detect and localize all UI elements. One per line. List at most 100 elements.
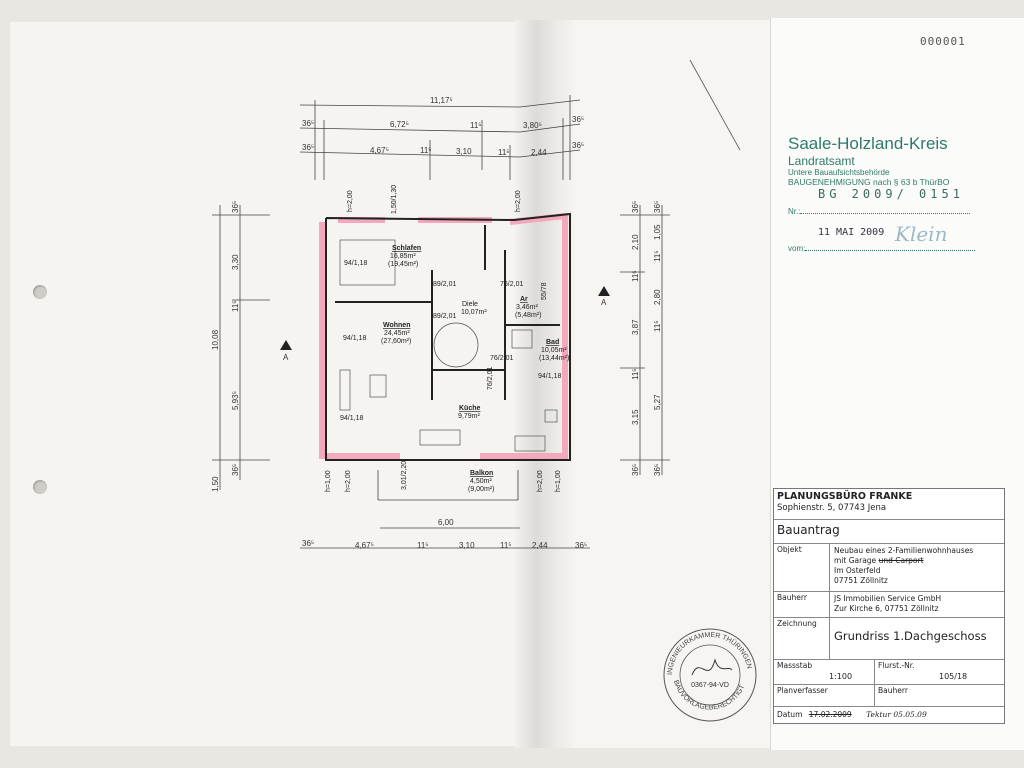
door-dimension: 89/2,01 <box>433 281 456 288</box>
datum-label: Datum <box>777 710 803 719</box>
svg-text:Wohnen: Wohnen <box>383 322 410 329</box>
svg-text:Ar: Ar <box>520 296 528 303</box>
zeichnung-value: Grundriss 1.Dachgeschoss <box>834 629 987 643</box>
dim: 1,05 <box>653 224 662 240</box>
objekt-value: Neubau eines 2-Familienwohnhauses mit Ga… <box>834 546 974 585</box>
door-dimension: 76/2,01 <box>500 281 523 288</box>
tektur-date: Tektur 05.05.09 <box>866 710 927 719</box>
flurst-value: 105/18 <box>939 672 968 681</box>
dim: 36⁵ <box>231 201 240 213</box>
document-number: 000001 <box>920 35 966 48</box>
dimension-lines <box>212 95 670 549</box>
dim: 3,10 <box>456 147 472 156</box>
svg-text:(5,48m²): (5,48m²) <box>515 312 541 319</box>
svg-text:Küche: Küche <box>459 405 481 412</box>
doc-type: Bauantrag <box>777 523 840 537</box>
door-dimension: 76/2,01 <box>487 367 494 390</box>
dim: 3,30 <box>231 254 240 270</box>
svg-text:Diele: Diele <box>462 301 478 308</box>
planverfasser-label: Planverfasser <box>777 686 828 695</box>
window-dimension: 94/1,18 <box>340 415 363 422</box>
dim: 2,10 <box>631 234 640 250</box>
section-label: A <box>283 353 289 362</box>
flurst-label: Flurst.-Nr. <box>878 661 915 670</box>
window-dimension: 94/1,18 <box>538 373 561 380</box>
room-ar: Ar 3,46m² (5,48m²) <box>515 296 541 319</box>
window-dimension: 94/1,18 <box>344 260 367 267</box>
stamp-office: Landratsamt <box>788 154 855 168</box>
dim: 3,87 <box>631 319 640 335</box>
svg-text:Bad: Bad <box>546 339 559 346</box>
dim: 11⁵ <box>631 368 640 380</box>
svg-text:Balkon: Balkon <box>470 470 493 477</box>
signature: Klein <box>895 222 948 246</box>
seal-signature <box>691 658 733 676</box>
dim: 36⁵ <box>631 464 640 476</box>
dim: 2,44 <box>531 148 547 157</box>
dim: 3,80⁵ <box>523 121 542 130</box>
massstab-value: 1:100 <box>829 672 853 681</box>
punch-hole <box>33 480 47 494</box>
dim: 1,50 <box>211 476 220 492</box>
dim: 36⁵ <box>653 464 662 476</box>
svg-text:16,85m²: 16,85m² <box>390 253 416 260</box>
dim: 36⁵ <box>572 141 584 150</box>
permit-date: 11 MAI 2009 <box>818 227 885 238</box>
dim-overall-width: 11,17⁵ <box>430 96 453 105</box>
nr-label: Nr.: <box>788 207 801 216</box>
dim: 36⁵ <box>631 201 640 213</box>
stamp-district: Saale-Holzland-Kreis <box>788 134 948 153</box>
height-label: h=1,00 <box>325 470 332 492</box>
section-markers <box>280 286 610 350</box>
bauherr-signature-label: Bauherr <box>878 686 908 695</box>
dim: 6,72⁵ <box>390 120 409 129</box>
svg-text:(19,45m²): (19,45m²) <box>388 261 418 268</box>
room-diele: Diele 10,07m² <box>461 301 487 316</box>
dim: 3,15 <box>631 409 640 425</box>
massstab-label: Massstab <box>777 661 813 670</box>
dim: 5,27 <box>653 394 662 410</box>
height-label: h=1,00 <box>555 470 562 492</box>
dim: 36⁵ <box>575 541 587 550</box>
walls <box>325 212 571 461</box>
firm-address: Sophienstr. 5, 07743 Jena <box>777 503 887 513</box>
dim: 2,80 <box>653 289 662 305</box>
zeichnung-label: Zeichnung <box>777 619 817 628</box>
firm-name: PLANUNGSBÜRO FRANKE <box>777 491 913 502</box>
date-label: vom: <box>788 244 806 253</box>
door-dimension: 76/2,01 <box>490 355 513 362</box>
height-label: h=2,00 <box>537 470 544 492</box>
dim: 36⁵ <box>302 119 314 128</box>
dim: 3,10 <box>459 541 475 550</box>
window-dimension: 1,50/1,30 <box>391 185 398 214</box>
furniture <box>339 239 558 452</box>
datum-struck: 17.02.2009 <box>808 710 852 719</box>
dim: 36⁵ <box>231 464 240 476</box>
svg-text:24,45m²: 24,45m² <box>384 330 410 337</box>
seal-number: 0367-94-VD <box>691 682 729 689</box>
dim-balkon-width: 6,00 <box>438 518 454 527</box>
bauherr-label: Bauherr <box>777 593 807 602</box>
svg-text:(27,60m²): (27,60m²) <box>381 338 411 345</box>
svg-text:3,46m²: 3,46m² <box>516 304 538 311</box>
room-bad: Bad 10,05m² (13,44m²) <box>539 339 569 362</box>
room-balkon: Balkon 4,50m² (9,00m²) <box>468 470 494 493</box>
stamp-permit-title: BAUGENEHMIGUNG nach § 63 b ThürBO <box>788 177 950 187</box>
svg-text:(13,44m²): (13,44m²) <box>539 355 569 362</box>
dim: 11⁵ <box>653 320 662 332</box>
dim: 11⁵ <box>470 121 482 130</box>
room-kueche: Küche 9,79m² <box>458 405 481 420</box>
dim: 11⁵ <box>231 300 240 312</box>
stamp-department: Untere Bauaufsichtsbehörde <box>788 168 890 177</box>
door-dimension: 89/2,01 <box>433 313 456 320</box>
window-dimension: 94/1,18 <box>343 335 366 342</box>
dim: 36⁵ <box>302 143 314 152</box>
dim: 11⁵ <box>500 541 512 550</box>
room-schlafen: Schlafen 16,85m² (19,45m²) <box>388 245 421 268</box>
permit-number: BG 2009/ 0151 <box>818 187 964 201</box>
dim: 11⁵ <box>498 148 510 157</box>
dim: 11⁵ <box>631 270 640 282</box>
svg-text:(9,00m²): (9,00m²) <box>468 486 494 493</box>
svg-text:9,79m²: 9,79m² <box>458 413 480 420</box>
dim: 11⁵ <box>420 146 432 155</box>
